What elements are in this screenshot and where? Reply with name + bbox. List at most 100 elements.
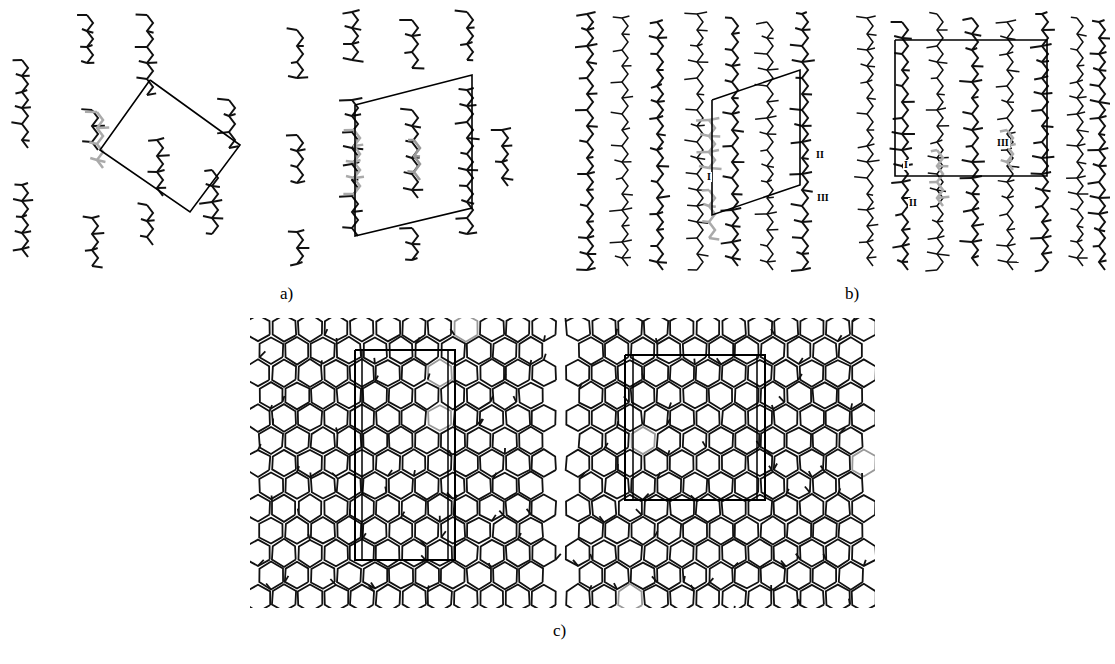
molecule-ring	[670, 450, 694, 477]
molecule-ring	[787, 472, 810, 498]
molecule-bond	[767, 229, 778, 231]
molecule-ring	[250, 450, 270, 477]
molecule-bond	[867, 80, 872, 82]
molecule-ring	[722, 495, 746, 522]
molecule-bond	[89, 142, 97, 144]
molecule-bond	[802, 93, 812, 96]
molecule-bond	[14, 184, 22, 186]
molecule-ring	[402, 495, 426, 522]
molecule-bond	[902, 69, 910, 71]
molecule-bond	[840, 428, 845, 434]
molecule-ring	[709, 337, 733, 365]
molecule-ring	[709, 427, 733, 454]
molecule-ring	[722, 539, 746, 566]
molecule-bond	[721, 242, 732, 244]
molecule-ring	[657, 517, 681, 544]
molecule-bond	[544, 335, 545, 341]
molecule-bond	[1068, 192, 1077, 194]
molecule-ring	[506, 539, 530, 566]
molecule-ring	[709, 562, 732, 590]
molecule-bond	[657, 20, 663, 22]
molecule-bond	[80, 46, 87, 48]
molecule-bond	[343, 193, 354, 196]
molecule-ring	[250, 585, 270, 608]
molecule-bond	[892, 246, 902, 248]
molecule-bond	[385, 487, 386, 493]
molecule-bond	[611, 81, 622, 83]
molecule-bond	[1099, 260, 1107, 262]
molecule-bond	[926, 46, 937, 48]
molecule-ring	[506, 584, 530, 608]
molecule-bond	[925, 270, 937, 271]
molecule-ring	[644, 404, 668, 430]
molecule-ring	[852, 495, 875, 522]
molecule-ring	[325, 318, 348, 341]
unit-cell	[448, 350, 449, 560]
molecule-bond	[1090, 117, 1099, 120]
molecule-bond	[22, 106, 31, 109]
molecule-ring	[454, 360, 477, 386]
molecule-bond	[352, 28, 361, 30]
molecule-ring	[441, 473, 465, 499]
molecule-ring	[826, 539, 850, 567]
molecule-bond	[972, 256, 979, 258]
molecule-ring	[311, 563, 335, 589]
molecule-bond	[687, 204, 697, 206]
molecule-bond	[459, 89, 467, 90]
molecule-bond	[929, 60, 937, 62]
molecule-bond	[136, 78, 147, 79]
molecule-bond	[760, 260, 767, 262]
molecule-bond	[467, 42, 473, 44]
molecule-bond	[700, 134, 709, 136]
molecule-bond	[651, 181, 657, 182]
molecule-bond	[857, 160, 867, 162]
molecule-bond	[229, 114, 236, 116]
molecule-bond	[224, 114, 229, 116]
molecule-bond	[15, 231, 22, 233]
molecule-bond	[406, 156, 412, 158]
molecule-bond	[809, 471, 812, 477]
molecule-bond	[1007, 52, 1013, 54]
molecule-bond	[965, 48, 972, 50]
molecule-bond	[489, 563, 491, 569]
molecule-ring	[389, 382, 413, 408]
molecule-ring	[683, 473, 707, 500]
molecule-bond	[1099, 212, 1108, 214]
molecule-bond	[622, 128, 630, 130]
molecule-ring	[250, 540, 270, 566]
molecule-ring	[467, 472, 491, 500]
molecule-bond	[416, 337, 420, 343]
molecule-ring	[813, 517, 837, 543]
molecule-ring	[657, 427, 680, 455]
molecule-bond	[1033, 142, 1042, 143]
molecule-bond	[22, 183, 28, 185]
molecule-bond	[686, 173, 697, 174]
molecule-label: II	[908, 198, 918, 208]
molecule-bond	[867, 194, 873, 195]
molecule-bond	[931, 150, 937, 151]
molecule-ring	[644, 449, 667, 476]
molecule-ring	[403, 584, 426, 608]
molecule-bond	[576, 268, 587, 271]
molecule-bond	[282, 396, 284, 402]
molecule-bond	[92, 216, 99, 218]
molecule-bond	[709, 118, 719, 120]
molecule-bond	[937, 254, 950, 255]
molecule-bond	[308, 534, 310, 540]
molecule-chain	[297, 30, 303, 78]
panel-b-packing	[575, 12, 1110, 271]
molecule-bond	[352, 42, 359, 44]
molecule-bond	[87, 45, 92, 47]
molecule-ring	[774, 318, 798, 341]
molecule-bond	[795, 28, 802, 30]
molecule-ring	[697, 318, 720, 342]
molecule-ring	[454, 449, 478, 476]
molecule-ring	[441, 381, 464, 409]
molecule-ring	[441, 561, 465, 588]
molecule-bond	[622, 65, 631, 67]
molecule-bond	[767, 260, 776, 262]
molecule-label: I	[903, 160, 909, 170]
molecule-bond	[290, 264, 297, 266]
molecule-bond	[802, 252, 809, 255]
molecule-bond	[493, 473, 497, 479]
